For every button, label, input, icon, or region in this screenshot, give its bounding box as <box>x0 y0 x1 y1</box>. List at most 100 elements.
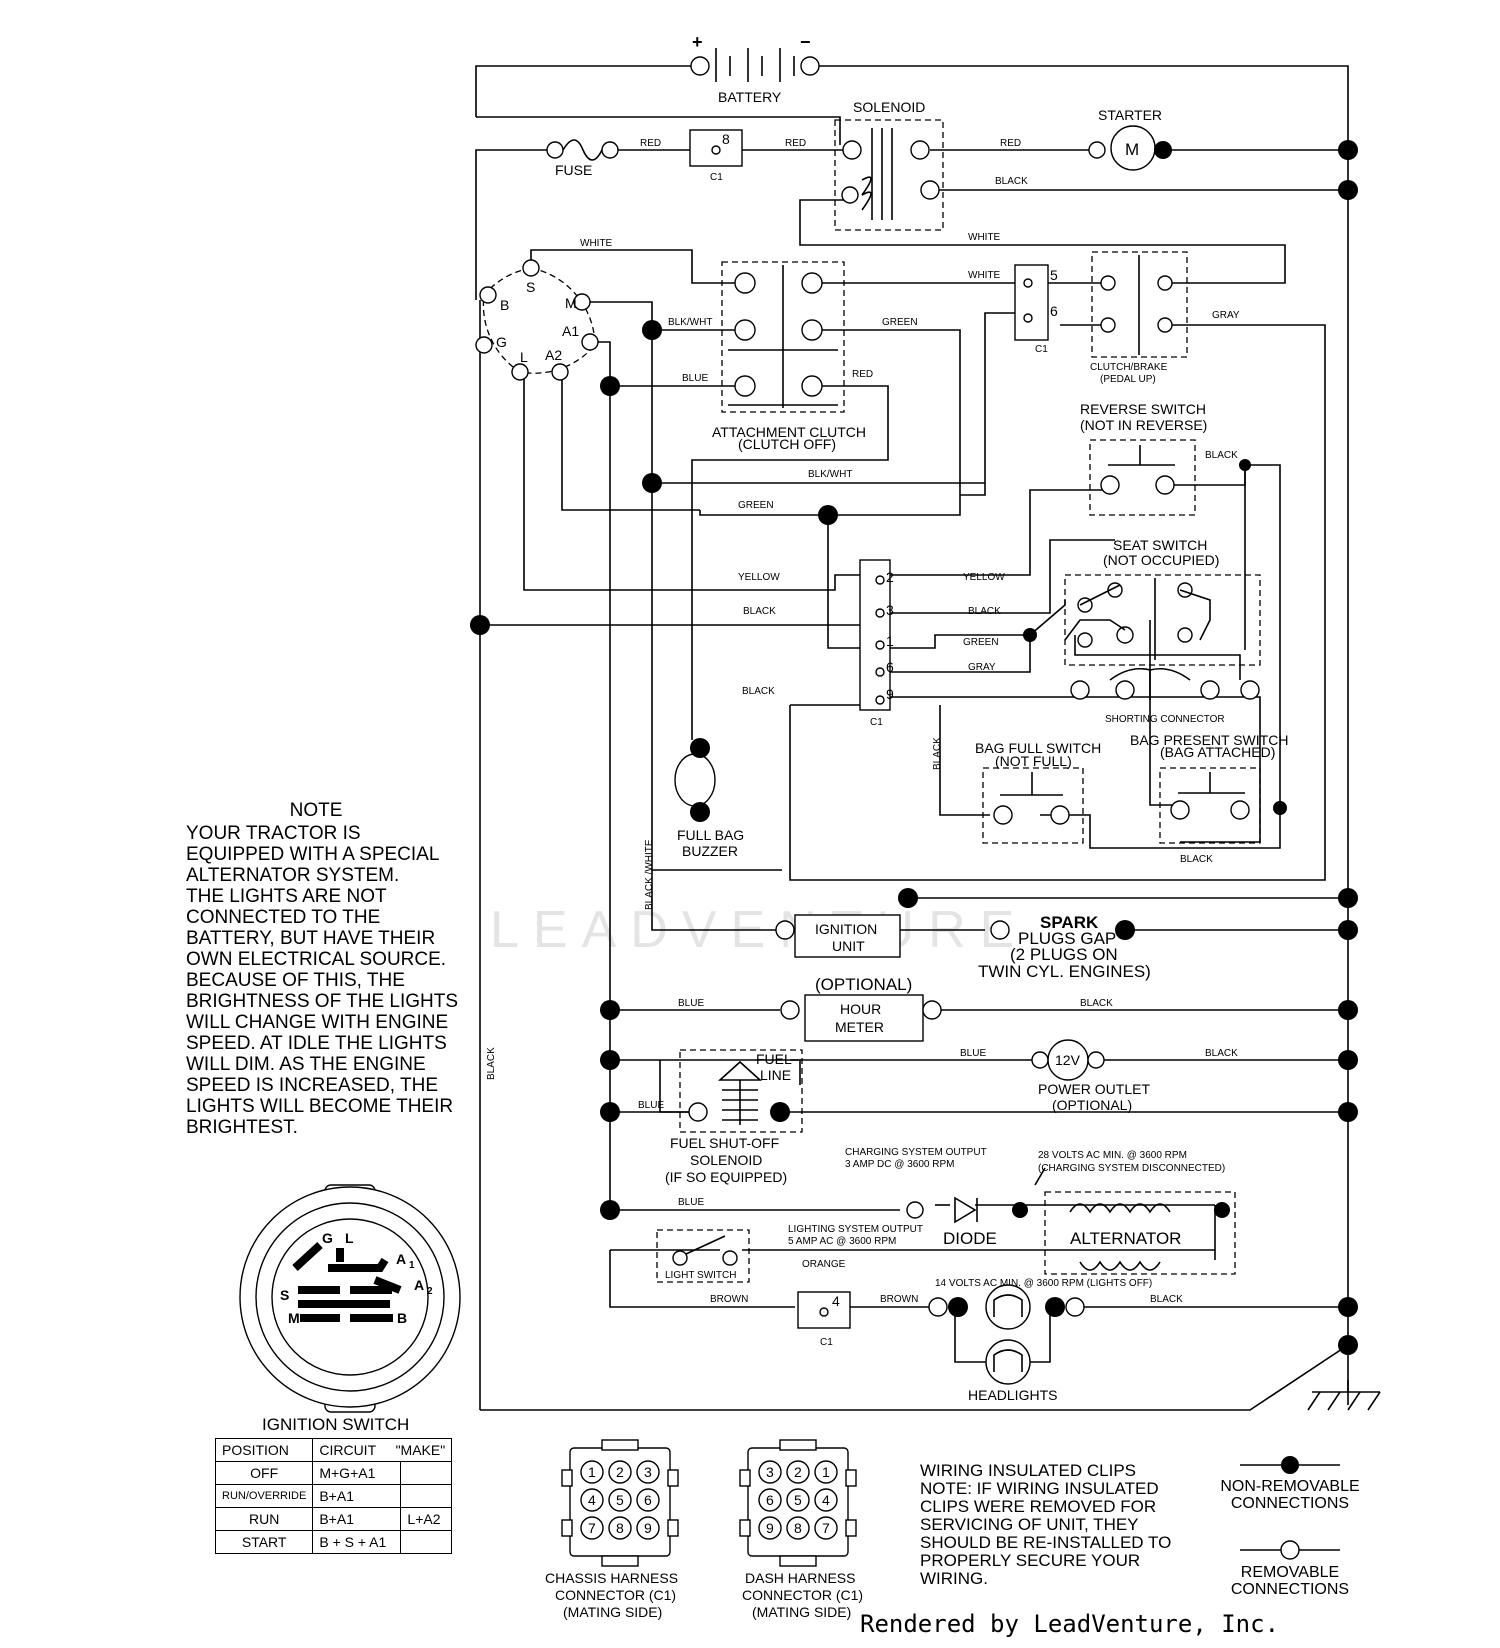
battery-minus-label: − <box>800 32 811 52</box>
legend-removable: REMOVABLE CONNECTIONS <box>1230 1564 1350 1598</box>
connector-pin-label: 4 <box>588 1492 596 1508</box>
connector-pin <box>814 1460 838 1484</box>
table-cell <box>400 1530 453 1554</box>
svg-text:CONNECTOR (C1): CONNECTOR (C1) <box>555 1587 676 1603</box>
note-line: SPEED. AT IDLE THE LIGHTS <box>186 1033 447 1054</box>
svg-text:BLACK: BLACK <box>1150 1294 1183 1305</box>
dash-harness-label: DASH HARNESS <box>745 1570 855 1586</box>
legend-symbols <box>1240 1456 1340 1560</box>
non-removable-symbol <box>1281 1456 1299 1474</box>
note-line: CONNECTED TO THE <box>186 907 381 928</box>
table-cell: B+A1 <box>312 1484 402 1508</box>
svg-text:(2 PLUGS ON: (2 PLUGS ON <box>1010 945 1118 964</box>
connector-pin-label: 7 <box>588 1520 596 1536</box>
connector-pin <box>608 1460 632 1484</box>
clips-note-line: SHOULD BE RE-INSTALLED TO <box>920 1533 1172 1552</box>
main-wiring <box>475 65 1349 1411</box>
svg-text:BLACK: BLACK <box>932 737 943 770</box>
svg-text:RED: RED <box>852 369 873 380</box>
connector-pin-label: 3 <box>644 1464 652 1480</box>
diode-label: DIODE <box>943 1229 997 1248</box>
clips-note-line: CLIPS WERE REMOVED FOR <box>920 1497 1157 1516</box>
svg-text:CHARGING SYSTEM OUTPUT: CHARGING SYSTEM OUTPUT <box>845 1147 987 1158</box>
table-cell: OFF <box>214 1461 314 1485</box>
ignition-unit: IGNITION UNIT SPARK PLUGS GAP (2 PLUGS O… <box>775 888 1358 981</box>
connector-pin <box>758 1488 782 1512</box>
note-line: OWN ELECTRICAL SOURCE. <box>186 949 447 970</box>
svg-text:(IF SO EQUIPPED): (IF SO EQUIPPED) <box>665 1169 787 1185</box>
table-cell: L+A2 <box>400 1507 453 1531</box>
svg-text:RED: RED <box>785 138 806 149</box>
svg-text:TWIN CYL. ENGINES): TWIN CYL. ENGINES) <box>978 962 1151 981</box>
svg-text:BROWN: BROWN <box>710 1294 748 1305</box>
svg-text:RED: RED <box>1000 138 1021 149</box>
seat-switch: SEAT SWITCH (NOT OCCUPIED) <box>1064 537 1261 666</box>
connector-pin <box>786 1460 810 1484</box>
shorting-connector-label: SHORTING CONNECTOR <box>1105 714 1225 725</box>
svg-text:1: 1 <box>886 633 894 649</box>
connector-pin-label: 6 <box>766 1492 774 1508</box>
svg-text:GREEN: GREEN <box>963 637 999 648</box>
connector-pin <box>814 1516 838 1540</box>
svg-text:BLACK: BLACK <box>995 176 1028 187</box>
table-cell: B+A1 <box>312 1507 402 1531</box>
svg-text:2: 2 <box>886 569 894 585</box>
connector-pin-label: 8 <box>794 1520 802 1536</box>
c1-pin-4: 4 C1 BROWN BROWN <box>710 1291 918 1348</box>
svg-text:BLUE: BLUE <box>678 998 704 1009</box>
svg-text:6: 6 <box>1050 303 1058 319</box>
bag-present-switch-label: BAG PRESENT SWITCH <box>1130 732 1288 748</box>
svg-text:(PEDAL UP): (PEDAL UP) <box>1100 374 1156 385</box>
svg-text:4: 4 <box>832 1293 840 1309</box>
connector-pin <box>636 1460 660 1484</box>
connector-pin <box>786 1516 810 1540</box>
reverse-switch-label: REVERSE SWITCH <box>1080 401 1206 417</box>
note-line: WILL DIM. AS THE ENGINE <box>186 1054 426 1075</box>
svg-text:BROWN: BROWN <box>880 1294 918 1305</box>
connector-pin-label: 4 <box>822 1492 830 1508</box>
svg-text:C1: C1 <box>820 1337 833 1348</box>
svg-text:28 VOLTS AC MIN. @ 3600 RPM: 28 VOLTS AC MIN. @ 3600 RPM <box>1038 1150 1187 1161</box>
svg-text:C1: C1 <box>1035 344 1048 355</box>
svg-text:8: 8 <box>722 131 730 147</box>
table-cell <box>400 1461 453 1485</box>
note-line: THE LIGHTS ARE NOT <box>186 886 387 907</box>
svg-text:BLACK: BLACK <box>742 686 775 697</box>
connector-pin <box>814 1488 838 1512</box>
svg-text:3: 3 <box>886 602 894 618</box>
connector-pin <box>580 1516 604 1540</box>
note-title: NOTE <box>289 800 343 821</box>
svg-text:M: M <box>565 295 577 311</box>
table-header: CIRCUIT "MAKE" <box>312 1438 453 1462</box>
note-line: BECAUSE OF THIS, THE <box>186 970 405 991</box>
connector-pin <box>636 1488 660 1512</box>
svg-text:IGNITION: IGNITION <box>815 921 877 937</box>
svg-text:GREEN: GREEN <box>738 500 774 511</box>
alternator-note: NOTE YOUR TRACTOR IS EQUIPPED WITH A SPE… <box>186 800 476 1138</box>
svg-text:BLACK /WHITE: BLACK /WHITE <box>644 839 655 910</box>
svg-text:M: M <box>1125 140 1139 159</box>
hour-meter-label: HOUR <box>840 1001 881 1017</box>
battery-label: BATTERY <box>718 89 782 105</box>
svg-text:G: G <box>496 334 507 350</box>
svg-text:B: B <box>397 1310 407 1326</box>
table-row: RUN/OVERRIDE B+A1 <box>214 1484 453 1508</box>
starter: M STARTER <box>1088 107 1358 200</box>
note-line: ALTERNATOR SYSTEM. <box>186 865 400 886</box>
svg-text:SOLENOID: SOLENOID <box>690 1152 762 1168</box>
svg-text:2: 2 <box>427 1286 433 1297</box>
svg-text:G: G <box>322 1230 333 1246</box>
svg-text:BLUE: BLUE <box>682 373 708 384</box>
ignition-circuit-table: POSITION CIRCUIT "MAKE" OFF M+G+A1 RUN/O… <box>214 1438 453 1554</box>
svg-text:WHITE: WHITE <box>968 270 1001 281</box>
connector-pin <box>758 1460 782 1484</box>
svg-text:GRAY: GRAY <box>968 662 996 673</box>
connector-pin <box>580 1460 604 1484</box>
svg-text:1: 1 <box>409 1260 415 1271</box>
note-line: LIGHTS WILL BECOME THEIR <box>186 1096 454 1117</box>
svg-text:L: L <box>345 1230 354 1246</box>
solenoid: SOLENOID RED BLACK <box>834 99 1028 231</box>
reverse-switch: BLACK REVERSE SWITCH (NOT IN REVERSE) <box>1080 401 1251 516</box>
svg-text:(NOT OCCUPIED): (NOT OCCUPIED) <box>1103 552 1219 568</box>
